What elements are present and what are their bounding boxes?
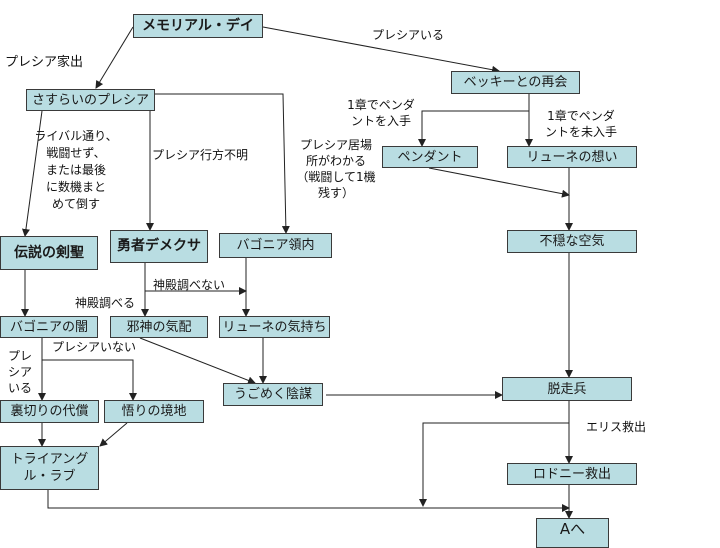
edge-becky-to-pendant <box>418 110 529 147</box>
edge-enlightenment-to-triangle <box>99 422 128 447</box>
label-presea-missing: プレシア行方不明 <box>152 148 249 162</box>
label-presea-absent: プレシアいない <box>52 340 137 354</box>
node-legendary-swordmaster[interactable]: 伝説の剣聖 <box>0 236 98 270</box>
label-ellis-rescue: エリス救出 <box>586 420 647 434</box>
edge-deserter-to-bottom <box>419 422 569 507</box>
node-bagonia-darkness[interactable]: バゴニアの闇 <box>0 316 98 338</box>
node-hero-demekusa[interactable]: 勇者デメクサ <box>110 230 208 263</box>
label-temple-not-searched: 神殿調べない <box>153 278 226 292</box>
node-price-of-betrayal[interactable]: 裏切りの代償 <box>0 400 99 423</box>
label-presea-present-left: プレ シア いる <box>8 349 33 395</box>
node-unrest[interactable]: 不穏な空気 <box>507 230 637 253</box>
edge-memorial-to-becky <box>262 26 500 74</box>
node-ryune-thoughts[interactable]: リューネの想い <box>507 146 637 168</box>
label-presea-location-known: プレシア居場 所がわかる （戦闘して1機 残す） <box>296 138 376 200</box>
node-conspiracy[interactable]: うごめく陰謀 <box>223 383 323 406</box>
edge-memorial-to-wandering <box>95 26 134 89</box>
label-pendant-obtained: 1章でペンダ ントを入手 <box>347 98 415 128</box>
node-bagonia-territory[interactable]: バゴニア領内 <box>219 233 332 258</box>
edge-darkness-to-enlightenment <box>42 359 137 401</box>
node-wandering-presea[interactable]: さすらいのプレシア <box>26 89 155 111</box>
edge-evil-god-to-conspiracy <box>139 337 256 385</box>
label-presea-present: プレシアいる <box>372 28 445 42</box>
label-temple-searched: 神殿調べる <box>75 296 136 310</box>
node-becky-reunion[interactable]: ベッキーとの再会 <box>451 71 580 94</box>
node-ryune-feelings[interactable]: リューネの気持ち <box>219 316 330 338</box>
edge-wandering-to-legendary <box>21 110 43 237</box>
node-to-a[interactable]: Aへ <box>536 518 609 548</box>
edge-pendant-to-unrest <box>428 167 570 198</box>
edge-triangle-to-a <box>47 490 570 512</box>
label-rival-route: ライバル通り、 戦闘せず、 または最後 に数機まと めて倒す <box>34 129 118 211</box>
node-evil-god-presence[interactable]: 邪神の気配 <box>110 316 208 338</box>
edge-wandering-to-bagonia-territory <box>155 93 290 234</box>
label-pendant-not-obtained: 1章でペンダ ントを未入手 <box>544 109 617 139</box>
node-memorial-day[interactable]: メモリアル・デイ <box>133 14 263 38</box>
label-presea-leaves-home: プレシア家出 <box>5 55 84 70</box>
node-triangle-love[interactable]: トライアング ル・ラブ <box>0 446 99 490</box>
node-enlightenment[interactable]: 悟りの境地 <box>104 400 204 423</box>
node-pendant[interactable]: ペンダント <box>382 146 478 168</box>
node-rodney-rescue[interactable]: ロドニー救出 <box>507 463 637 485</box>
node-deserter[interactable]: 脱走兵 <box>502 377 632 401</box>
